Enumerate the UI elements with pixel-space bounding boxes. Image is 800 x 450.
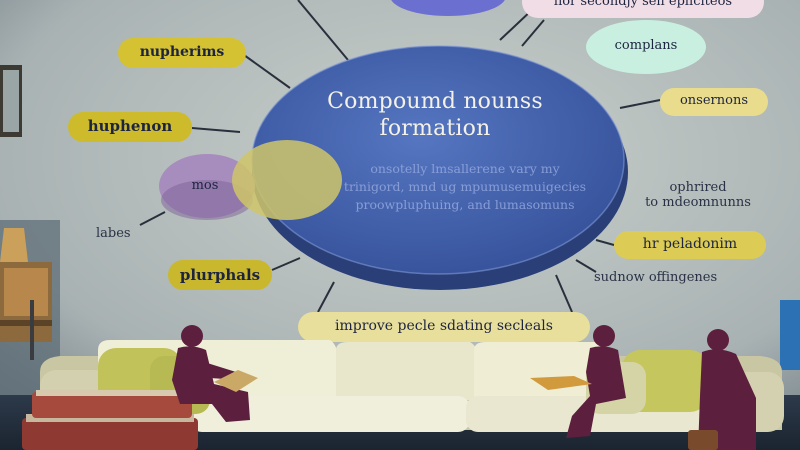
small-case bbox=[688, 430, 718, 450]
ophrired-line-1: ophrired bbox=[669, 180, 727, 195]
body-line-2: trinigord, mnd ug mpumusemuigecies bbox=[343, 179, 587, 194]
body-line-3: proowpluphuing, and lumasomuns bbox=[355, 197, 575, 212]
main-circle bbox=[252, 46, 624, 274]
improve-pill bbox=[298, 312, 590, 342]
hr-peladonim-label: hr peladonim bbox=[642, 236, 738, 252]
huphenon-pill bbox=[68, 112, 192, 142]
hr-peladonim-pill bbox=[614, 231, 766, 259]
main-circle-body: onsotelly lmsallerene vary my trinigord,… bbox=[330, 160, 600, 214]
plurphals-label: plurphals bbox=[179, 266, 261, 284]
connector-lines bbox=[139, 0, 661, 313]
complans-label: complans bbox=[614, 38, 678, 53]
nupherims-pill bbox=[118, 38, 246, 68]
main-circle-title: Compoumd nounss formation bbox=[300, 88, 570, 142]
improve-label: improve pecle sdating secleals bbox=[335, 318, 553, 334]
body-line-1: onsotelly lmsallerene vary my bbox=[370, 161, 560, 176]
ophrired-text: ophrired to mdeomnunns bbox=[638, 180, 758, 210]
person-silhouettes bbox=[172, 325, 756, 450]
nupherims-label: nupherims bbox=[139, 44, 225, 60]
sudnow-text: sudnow offingenes bbox=[594, 270, 718, 285]
onsernons-label: onsernons bbox=[679, 93, 749, 108]
book-stack bbox=[22, 390, 198, 450]
title-line-1: Compoumd nounss bbox=[327, 89, 543, 114]
yellow-overlap-bubble bbox=[232, 140, 342, 220]
plurphals-pill bbox=[168, 260, 272, 290]
open-book-right bbox=[530, 376, 592, 390]
open-book-left bbox=[214, 370, 258, 392]
right-wall-accent bbox=[780, 300, 800, 370]
top-right-pill-label: lior secondjy seil epliciteos bbox=[553, 0, 733, 9]
top-center-bubble bbox=[391, 0, 505, 16]
labes-text: labes bbox=[96, 226, 131, 241]
huphenon-label: huphenon bbox=[87, 117, 173, 135]
lavender-bubble-label: mos bbox=[191, 178, 219, 193]
complans-bubble bbox=[586, 20, 706, 74]
ophrired-line-2: to mdeomnunns bbox=[645, 195, 751, 210]
lamp bbox=[0, 228, 28, 262]
title-line-2: formation bbox=[379, 116, 491, 141]
onsernons-pill bbox=[660, 88, 768, 116]
top-right-pill bbox=[522, 0, 764, 18]
